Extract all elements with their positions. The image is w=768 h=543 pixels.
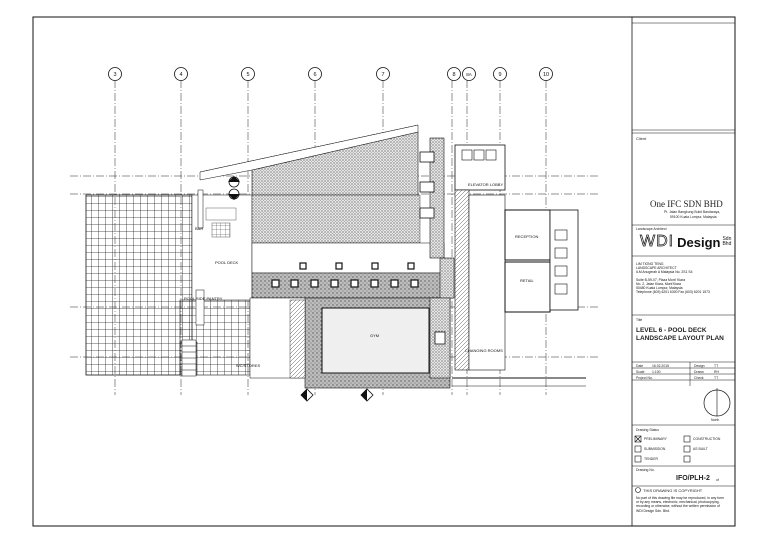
checked-label: Check — [694, 376, 704, 380]
copyright-text: No part of this drawing file may be repr… — [636, 496, 724, 513]
label-changing-rooms: CHANGING ROOMS — [465, 348, 503, 353]
copyright-line: recording or otherwise, without the writ… — [636, 504, 720, 509]
firm-line: No. 2, Jalan Kiara, Mont'Kiara — [636, 281, 681, 286]
firm-line: Telephone (603) 6201 6300 Fax (603) 6201… — [636, 290, 710, 295]
project-no-label: Project No. — [636, 376, 653, 380]
firm-line: LIM TIONG TENG — [636, 262, 664, 266]
date-label: Date — [636, 364, 644, 368]
logo-suffix: Bhd — [722, 241, 732, 247]
grid-label: 7 — [381, 72, 384, 78]
status-item: PRELIMINARY — [644, 437, 667, 441]
grid-label: 9 — [498, 72, 501, 78]
status-item: TENDER — [644, 457, 658, 461]
grid-bubbles — [108, 67, 553, 81]
drawing-status-label: Drawing Status — [636, 428, 659, 432]
status-item: CONSTRUCTION — [693, 437, 721, 441]
label-wc: WC/STORES — [236, 363, 260, 368]
firm-line: ILM Anugerah A Malaysia No. 2S1 S4 — [636, 270, 693, 275]
scale-value: 1:100 — [652, 370, 661, 374]
label-bar: BAR — [195, 226, 203, 231]
planter-boxes — [271, 262, 419, 288]
grid-label: 8 — [452, 72, 455, 78]
checked-value: TT — [714, 376, 719, 380]
client-name: One IFC SDN BHD — [650, 199, 723, 209]
grid-label: 10 — [543, 72, 549, 78]
logo-word: Design — [677, 234, 721, 250]
date-value: 16.02.2015 — [652, 364, 669, 368]
firm-line: Suite B-59-07, Plaza Mont' Kiara — [636, 277, 686, 282]
grid-label: 4 — [179, 72, 182, 78]
client-address-line: Pt. Jalan Bangkung Bukit Bandaraya, — [664, 210, 721, 214]
drawing-no-of: of — [716, 478, 719, 482]
grid-label: 5 — [246, 72, 249, 78]
design-label: Design — [694, 364, 705, 368]
label-elevator-lobby: ELEVATOR LOBBY — [468, 182, 503, 187]
label-retail: RETAIL — [520, 278, 534, 283]
retail-room — [504, 261, 551, 313]
design-value: TT — [714, 364, 719, 368]
client-label: Client — [636, 136, 647, 141]
drawn-value: RH — [714, 370, 719, 374]
label-gym: GYM — [370, 333, 379, 338]
grid-label: 6 — [313, 72, 316, 78]
label-pool-side-pantry: POOL SIDE PANTRY — [184, 296, 223, 301]
grid-label: 8A — [466, 72, 472, 77]
deck-grid-area — [85, 194, 193, 376]
north-arrow-icon — [703, 388, 731, 417]
logo-suffix: Sdn — [722, 235, 732, 242]
firm-line: 50480 Kuala Lumpur, Malaysia — [636, 286, 683, 291]
firm-line: LANDSCAPE ARCHITECT — [636, 266, 677, 271]
client-address-line: 59100 Kuala Lumpur, Malaysia — [670, 215, 717, 219]
copyright-icon — [635, 487, 641, 493]
title-label: Title — [636, 318, 643, 322]
status-item: AS BUILT — [693, 447, 708, 451]
copyright-line: No part of this drawing file may be repr… — [636, 496, 725, 500]
drawing-no-label: Drawing No. — [636, 468, 655, 472]
checked-mark-icon — [634, 435, 642, 443]
north-label: North — [711, 418, 720, 422]
grid-label: 3 — [113, 72, 116, 78]
scale-label: Scale — [636, 370, 645, 374]
pool-water — [321, 307, 430, 374]
drawing-title-line: LEVEL 6 - POOL DECK — [636, 327, 707, 334]
copyright-line: WDI Design Sdn. Bhd. — [636, 508, 670, 513]
landscape-architect-label: Landscape Architect — [636, 227, 667, 231]
copyright-title: THIS DRAWING IS COPYRIGHT — [643, 488, 703, 493]
drawing-no-value: IFO/PLH-2 — [676, 475, 710, 482]
status-item: SUBMISSION — [644, 447, 666, 451]
reception-room — [504, 209, 551, 261]
drawn-label: Drawn — [694, 370, 704, 374]
label-reception: RECEPTION — [515, 234, 538, 239]
copyright-line: or by any means, electronic, mechanical,… — [636, 500, 720, 505]
wdi-logo: WDI Design Sdn Bhd — [640, 233, 732, 251]
firm-details: LIM TIONG TENG LANDSCAPE ARCHITECT ILM A… — [636, 262, 710, 294]
label-pool-deck: POOL DECK — [215, 260, 239, 265]
drawing-title-line: LANDSCAPE LAYOUT PLAN — [636, 335, 724, 342]
logo-letters: WDI — [640, 233, 675, 251]
